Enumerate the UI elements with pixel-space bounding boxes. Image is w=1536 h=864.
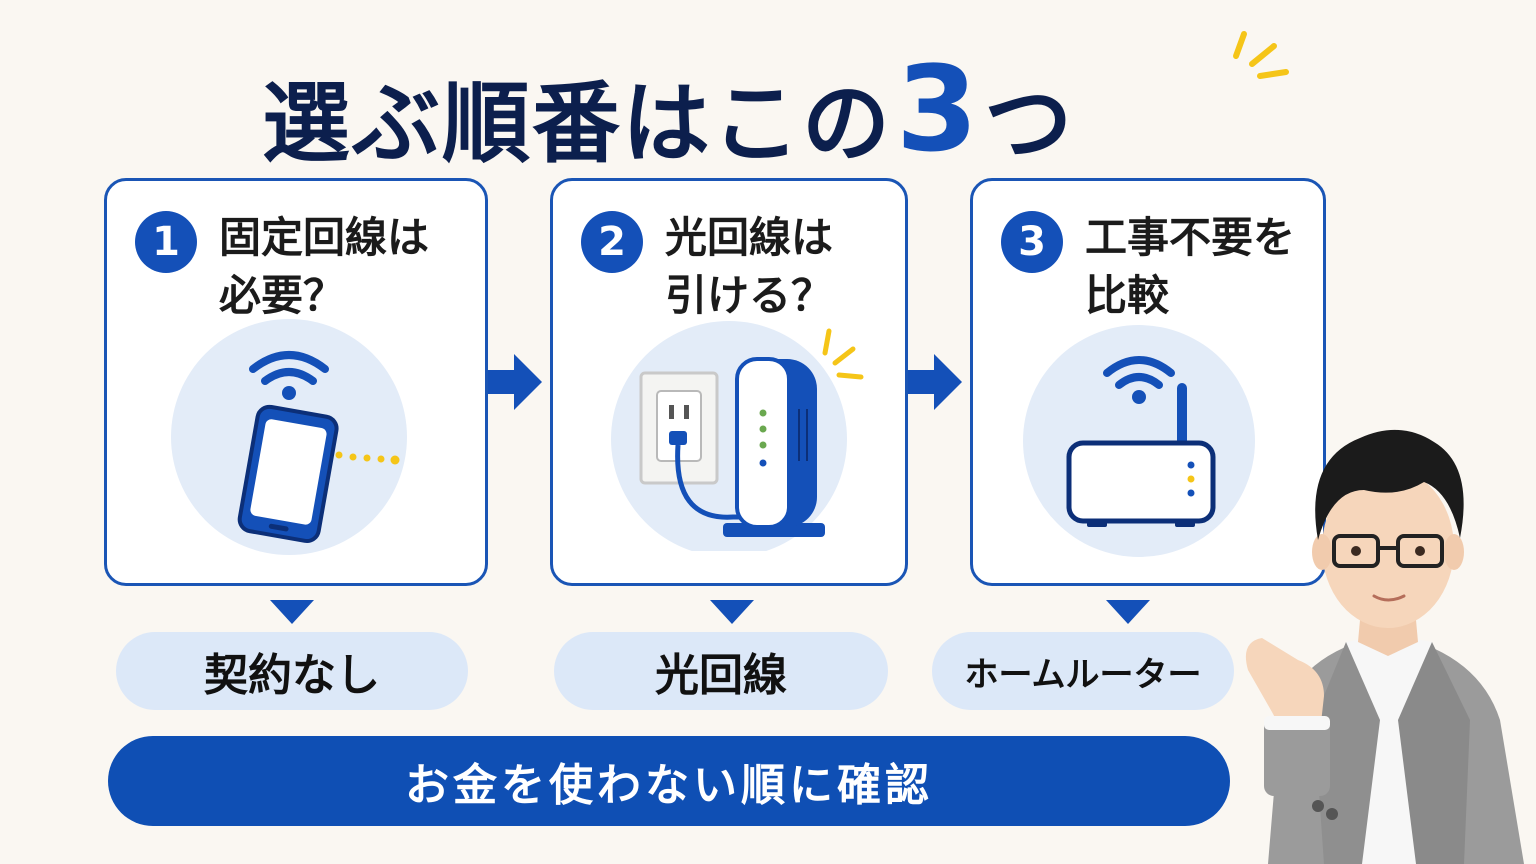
step-heading: 固定回線は 必要？ bbox=[219, 209, 469, 325]
step-card-1: 1 固定回線は 必要？ bbox=[104, 178, 488, 586]
step-number-badge: 1 bbox=[135, 211, 197, 273]
title-number: 3 bbox=[896, 40, 981, 178]
sparkle-icon bbox=[1233, 31, 1289, 79]
arrow-down-icon bbox=[710, 600, 754, 624]
step-card-3: 3 工事不要を 比較 bbox=[970, 178, 1326, 586]
step-heading-line1: 固定回線は bbox=[219, 213, 430, 262]
step-heading-line2: 必要？ bbox=[219, 271, 346, 320]
wall-outlet-router-icon bbox=[611, 321, 864, 551]
home-router-icon bbox=[1023, 325, 1255, 557]
step-heading-line1: 光回線は bbox=[665, 213, 834, 262]
step-heading: 光回線は 引ける？ bbox=[665, 209, 915, 325]
result-pill-3: ホームルーター bbox=[932, 632, 1234, 710]
step-heading-line1: 工事不要を bbox=[1085, 213, 1296, 262]
step-number-badge: 2 bbox=[581, 211, 643, 273]
result-pill-1: 契約なし bbox=[116, 632, 468, 710]
step-heading: 工事不要を 比較 bbox=[1085, 209, 1335, 325]
arrow-right-icon bbox=[908, 354, 962, 410]
result-pill-2: 光回線 bbox=[554, 632, 888, 710]
step-card-2: 2 光回線は 引ける？ bbox=[550, 178, 908, 586]
title-prefix: 選ぶ順番はこの bbox=[262, 72, 893, 175]
step-heading-line2: 引ける？ bbox=[665, 271, 834, 320]
presenter-illustration bbox=[1245, 429, 1524, 864]
title-suffix: つ bbox=[984, 72, 1075, 175]
arrow-down-icon bbox=[1106, 600, 1150, 624]
step-heading-line2: 比較 bbox=[1085, 271, 1170, 320]
summary-banner: お金を使わない順に確認 bbox=[108, 736, 1230, 826]
arrow-right-icon bbox=[488, 354, 542, 410]
smartphone-wifi-icon bbox=[171, 319, 407, 555]
step-number-badge: 3 bbox=[1001, 211, 1063, 273]
arrow-down-icon bbox=[270, 600, 314, 624]
